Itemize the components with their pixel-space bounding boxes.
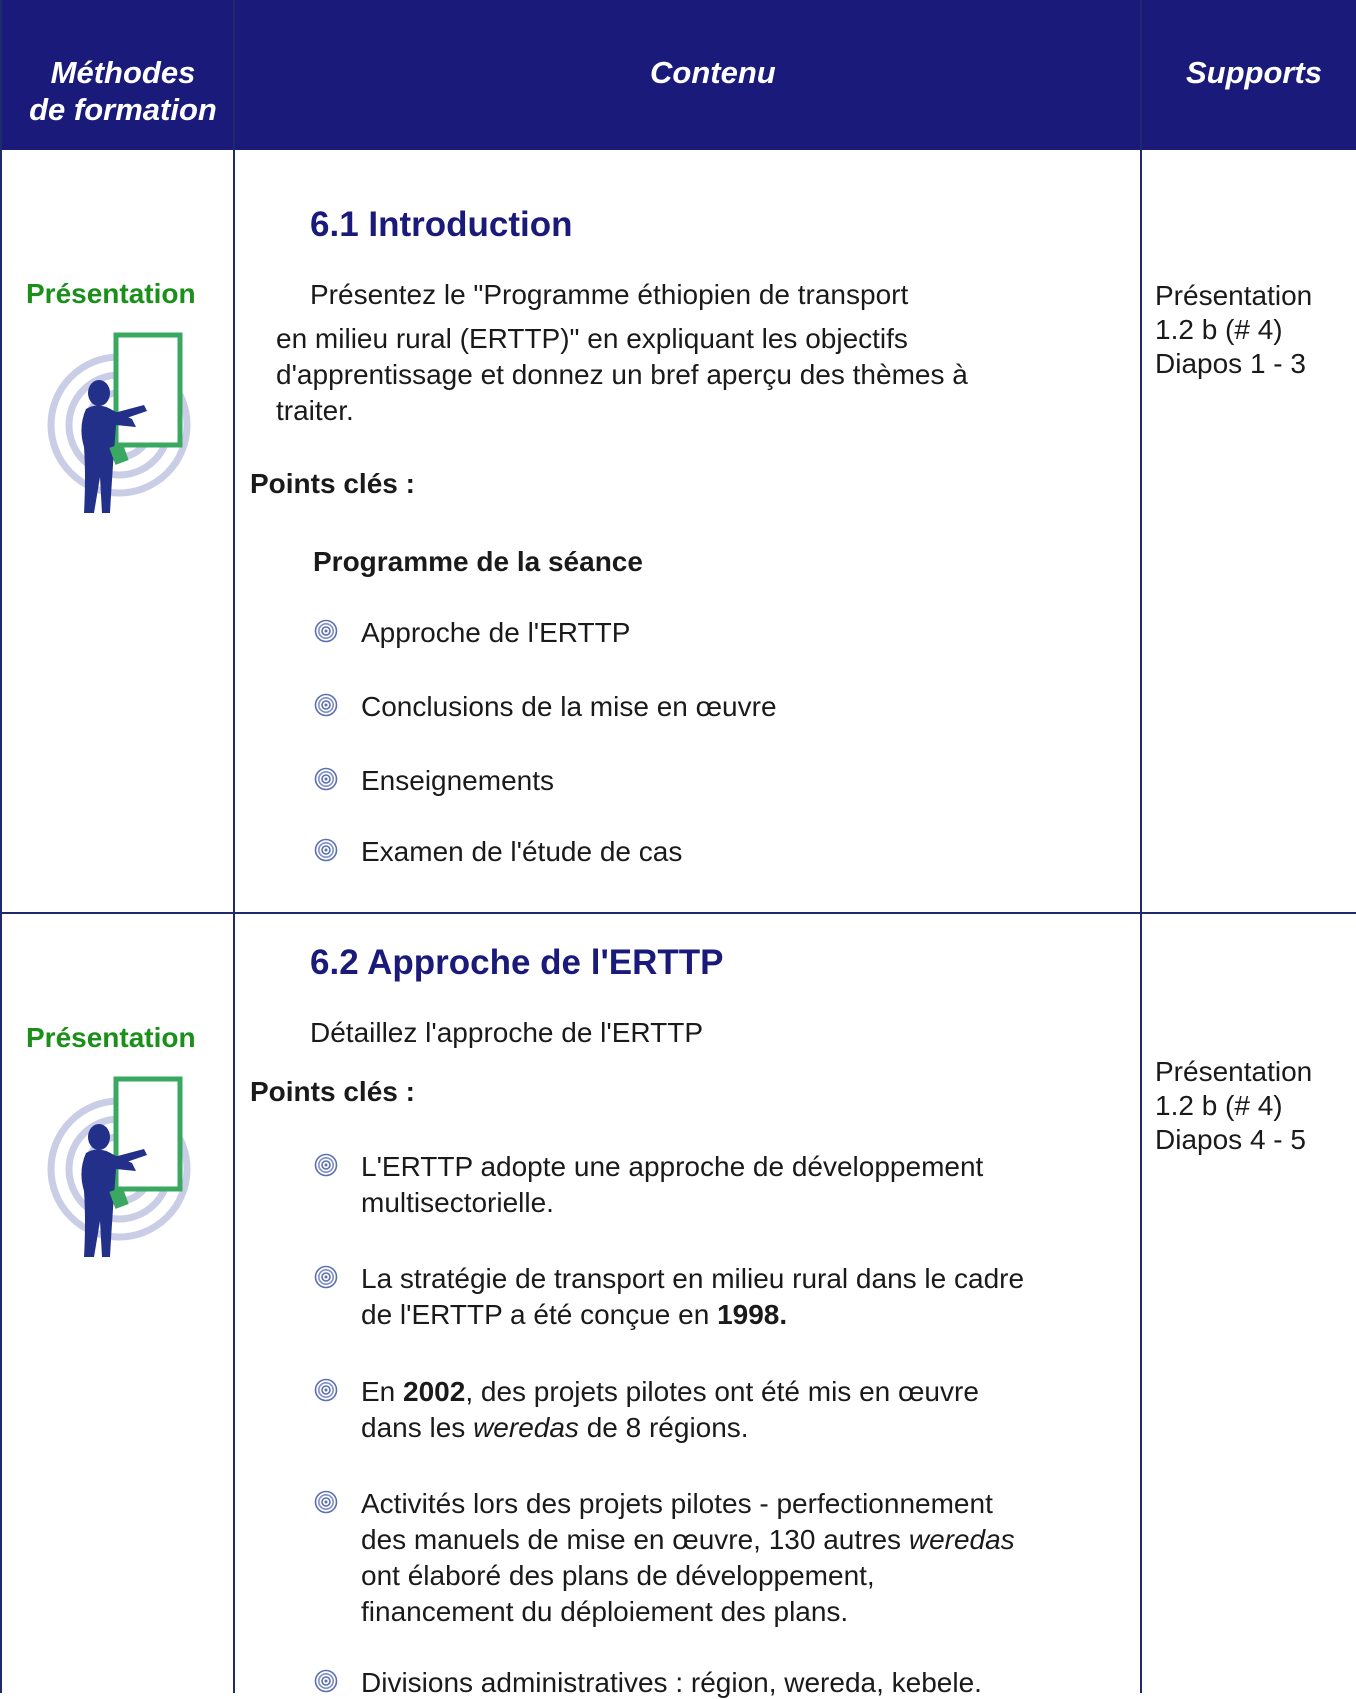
support-line: 1.2 b (# 4) — [1155, 314, 1283, 345]
year-emphasis: 2002 — [403, 1376, 466, 1407]
table-rule — [233, 0, 235, 1693]
list-item-text: L'ERTTP adopte une approche de développe… — [361, 1150, 983, 1219]
support-line: Diapos 4 - 5 — [1155, 1124, 1306, 1155]
list-item-line: de l'ERTTP a été conçue en 1998. — [361, 1298, 1024, 1331]
list-item-text: La stratégie de transport en milieu rura… — [361, 1262, 1024, 1331]
intro-line: en milieu rural (ERTTP)" en expliquant l… — [276, 323, 908, 354]
intro-line: traiter. — [276, 395, 354, 426]
list-item-line: ont élaboré des plans de développement, — [361, 1560, 875, 1591]
method-label: Présentation — [26, 278, 196, 309]
term-emphasis: weredas — [908, 1524, 1015, 1555]
spiral-bullet-icon — [314, 838, 338, 862]
spiral-bullet-icon — [314, 767, 338, 791]
header-methods-line: de formation — [29, 92, 217, 127]
table-rule — [0, 0, 2, 1693]
header-methods-line: Méthodes — [50, 55, 196, 90]
section-intro: Détaillez l'approche de l'ERTTP — [310, 1017, 704, 1048]
intro-line: Présentez le "Programme éthiopien de tra… — [310, 279, 909, 310]
support-line: 1.2 b (# 4) — [1155, 1090, 1283, 1121]
header-methods: Méthodes de formation — [28, 54, 218, 128]
spiral-bullet-icon — [314, 1669, 338, 1693]
presenter-figure-icon — [44, 322, 194, 522]
list-item-line: dans les weredas de 8 régions. — [361, 1411, 979, 1444]
list-item-line: des manuels de mise en œuvre, 130 autres… — [361, 1523, 1015, 1556]
section-intro: Présentez le "Programme éthiopien de tra… — [310, 278, 908, 311]
list-item-text: Enseignements — [361, 765, 555, 796]
subheading: Programme de la séance — [313, 546, 643, 577]
list-item-line: En 2002, des projets pilotes ont été mis… — [361, 1375, 979, 1408]
header-content: Contenu — [650, 55, 776, 90]
list-item-line: Activités lors des projets pilotes - per… — [361, 1488, 993, 1519]
key-points-label: Points clés : — [250, 468, 415, 499]
support-reference: Présentation 1.2 b (# 4) Diapos 1 - 3 — [1155, 279, 1312, 381]
list-item-text: Activités lors des projets pilotes - per… — [361, 1487, 1015, 1628]
support-line: Présentation — [1155, 280, 1313, 311]
spiral-bullet-icon — [314, 1490, 338, 1514]
list-item-fragment: de 8 régions. — [578, 1412, 749, 1443]
support-line: Diapos 1 - 3 — [1155, 348, 1306, 379]
list-item-text: Conclusions de la mise en œuvre — [361, 691, 777, 722]
table-rule — [1140, 0, 1142, 1693]
list-item-fragment: de l'ERTTP a été conçue en — [361, 1299, 718, 1330]
list-item-text: En 2002, des projets pilotes ont été mis… — [361, 1375, 979, 1444]
list-item-fragment: des manuels de mise en œuvre, 130 autres — [361, 1524, 909, 1555]
list-item-line: L'ERTTP adopte une approche de développe… — [361, 1151, 984, 1182]
table-rule — [0, 912, 1356, 914]
presenter-figure-icon — [44, 1066, 194, 1266]
year-emphasis: 1998. — [717, 1299, 788, 1330]
section-intro: en milieu rural (ERTTP)" en expliquant l… — [276, 322, 968, 427]
support-line: Présentation — [1155, 1056, 1313, 1087]
header-supports: Supports — [1186, 55, 1323, 90]
spiral-bullet-icon — [314, 1153, 338, 1177]
method-label: Présentation — [26, 1022, 196, 1053]
spiral-bullet-icon — [314, 619, 338, 643]
spiral-bullet-icon — [314, 1378, 338, 1402]
list-item-fragment: dans les — [361, 1412, 474, 1443]
header-row-background — [0, 0, 1356, 150]
section-heading: 6.1 Introduction — [310, 205, 573, 244]
list-item-fragment: En — [361, 1376, 404, 1407]
list-item-text: Examen de l'étude de cas — [361, 836, 683, 867]
list-item-fragment: , des projets pilotes ont été mis en œuv… — [465, 1376, 979, 1407]
list-item-line: financement du déploiement des plans. — [361, 1596, 849, 1627]
intro-line: d'apprentissage et donnez un bref aperçu… — [276, 359, 968, 390]
section-heading: 6.2 Approche de l'ERTTP — [310, 943, 724, 982]
term-emphasis: weredas — [473, 1412, 579, 1443]
key-points-label: Points clés : — [250, 1076, 415, 1107]
list-item-text: Divisions administratives : région, were… — [361, 1667, 982, 1698]
spiral-bullet-icon — [314, 1265, 338, 1289]
list-item-text: Approche de l'ERTTP — [361, 617, 631, 648]
list-item-line: multisectorielle. — [361, 1187, 554, 1218]
list-item-line: La stratégie de transport en milieu rura… — [361, 1263, 1025, 1294]
spiral-bullet-icon — [314, 693, 338, 717]
support-reference: Présentation 1.2 b (# 4) Diapos 4 - 5 — [1155, 1055, 1312, 1157]
